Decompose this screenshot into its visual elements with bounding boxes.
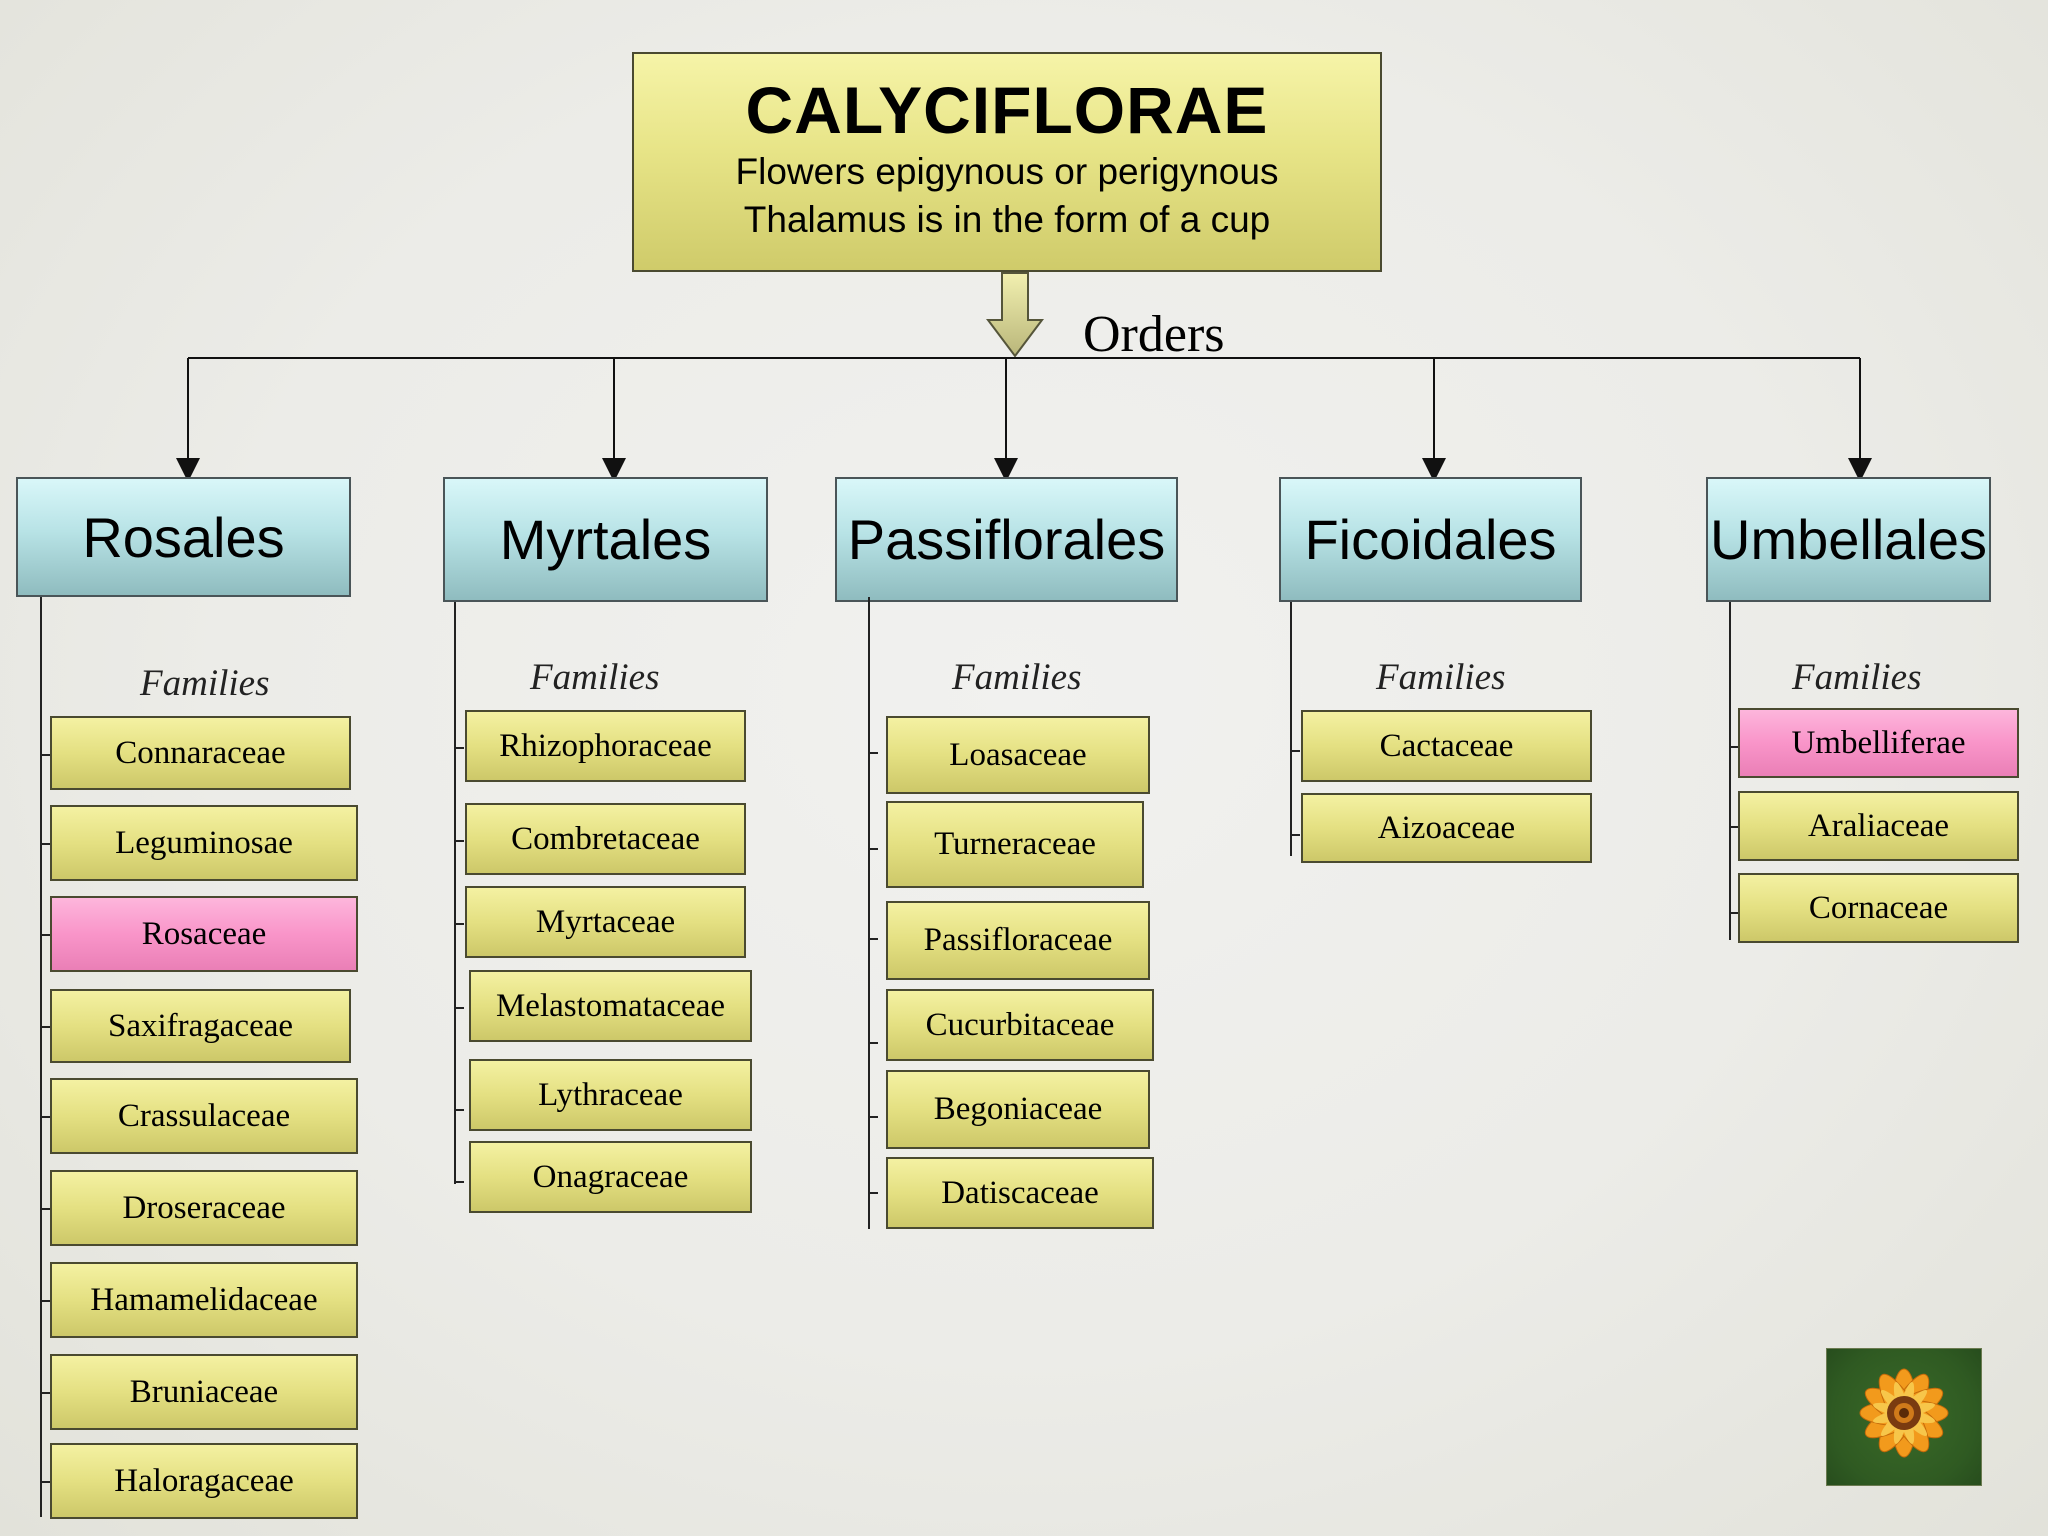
tree-tick [454,840,464,842]
family-myrtaceae: Myrtaceae [465,886,746,958]
tree-tick [40,754,50,756]
tree-tick [1729,746,1739,748]
tree-tick [40,843,50,845]
title-line-2: Thalamus is in the form of a cup [743,199,1271,240]
family-combretaceae: Combretaceae [465,803,746,875]
tree-tick [868,848,878,850]
family-rhizophoraceae: Rhizophoraceae [465,710,746,782]
family-datiscaceae: Datiscaceae [886,1157,1154,1229]
order-box-umbellales: Umbellales [1706,477,1991,602]
family-passifloraceae: Passifloraceae [886,901,1150,980]
tree-tick [454,747,464,749]
family-droseraceae: Droseraceae [50,1170,358,1246]
order-box-myrtales: Myrtales [443,477,768,602]
family-melastomataceae: Melastomataceae [469,970,752,1042]
order-box-passiflorales: Passiflorales [835,477,1178,602]
tree-tick [1729,912,1739,914]
orders-label: Orders [1083,306,1225,363]
myrtales-families-label: Families [530,657,660,698]
ficoidales-tree-line [1290,602,1292,856]
rosales-tree-line [40,597,42,1517]
tree-tick [868,1042,878,1044]
tree-tick [40,1116,50,1118]
tree-tick [868,1116,878,1118]
tree-tick [40,1300,50,1302]
title-line-1: Flowers epigynous or perigynous [735,151,1279,192]
down-arrow-icon [986,272,1044,358]
family-bruniaceae: Bruniaceae [50,1354,358,1430]
tree-tick [868,752,878,754]
family-umbelliferae: Umbelliferae [1738,708,2019,778]
family-crassulaceae: Crassulaceae [50,1078,358,1154]
family-cucurbitaceae: Cucurbitaceae [886,989,1154,1061]
tree-tick [1290,750,1300,752]
tree-tick [868,1192,878,1194]
tree-tick [40,1208,50,1210]
family-araliaceae: Araliaceae [1738,791,2019,861]
tree-tick [454,1181,464,1183]
family-leguminosae: Leguminosae [50,805,358,881]
family-cornaceae: Cornaceae [1738,873,2019,943]
family-haloragaceae: Haloragaceae [50,1443,358,1519]
tree-tick [40,1481,50,1483]
tree-tick [868,938,878,940]
family-begoniaceae: Begoniaceae [886,1070,1150,1149]
order-box-rosales: Rosales [16,477,351,597]
rosales-families-label: Families [140,663,270,704]
tree-tick [1290,834,1300,836]
family-loasaceae: Loasaceae [886,716,1150,794]
tree-tick [40,934,50,936]
myrtales-tree-line [454,602,456,1184]
family-saxifragaceae: Saxifragaceae [50,989,351,1063]
tree-tick [454,1007,464,1009]
tree-tick [40,1392,50,1394]
family-onagraceae: Onagraceae [469,1141,752,1213]
family-cactaceae: Cactaceae [1301,710,1592,782]
family-connaraceae: Connaraceae [50,716,351,790]
umbellales-tree-line [1729,602,1731,940]
tree-tick [454,1109,464,1111]
tree-tick [454,923,464,925]
passiflorales-families-label: Families [952,657,1082,698]
title-heading: CALYCIFLORAE [745,73,1269,147]
family-rosaceae: Rosaceae [50,896,358,972]
family-hamamelidaceae: Hamamelidaceae [50,1262,358,1338]
ficoidales-families-label: Families [1376,657,1506,698]
order-box-ficoidales: Ficoidales [1279,477,1582,602]
calyciflorae-title-box: CALYCIFLORAE Flowers epigynous or perigy… [632,52,1382,272]
gazania-flower-icon [1859,1368,1949,1458]
family-turneraceae: Turneraceae [886,801,1144,888]
family-lythraceae: Lythraceae [469,1059,752,1131]
tree-tick [40,1026,50,1028]
umbellales-families-label: Families [1792,657,1922,698]
passiflorales-tree-line [868,597,870,1229]
flower-photo [1826,1348,1982,1486]
tree-tick [1729,826,1739,828]
family-aizoaceae: Aizoaceae [1301,793,1592,863]
